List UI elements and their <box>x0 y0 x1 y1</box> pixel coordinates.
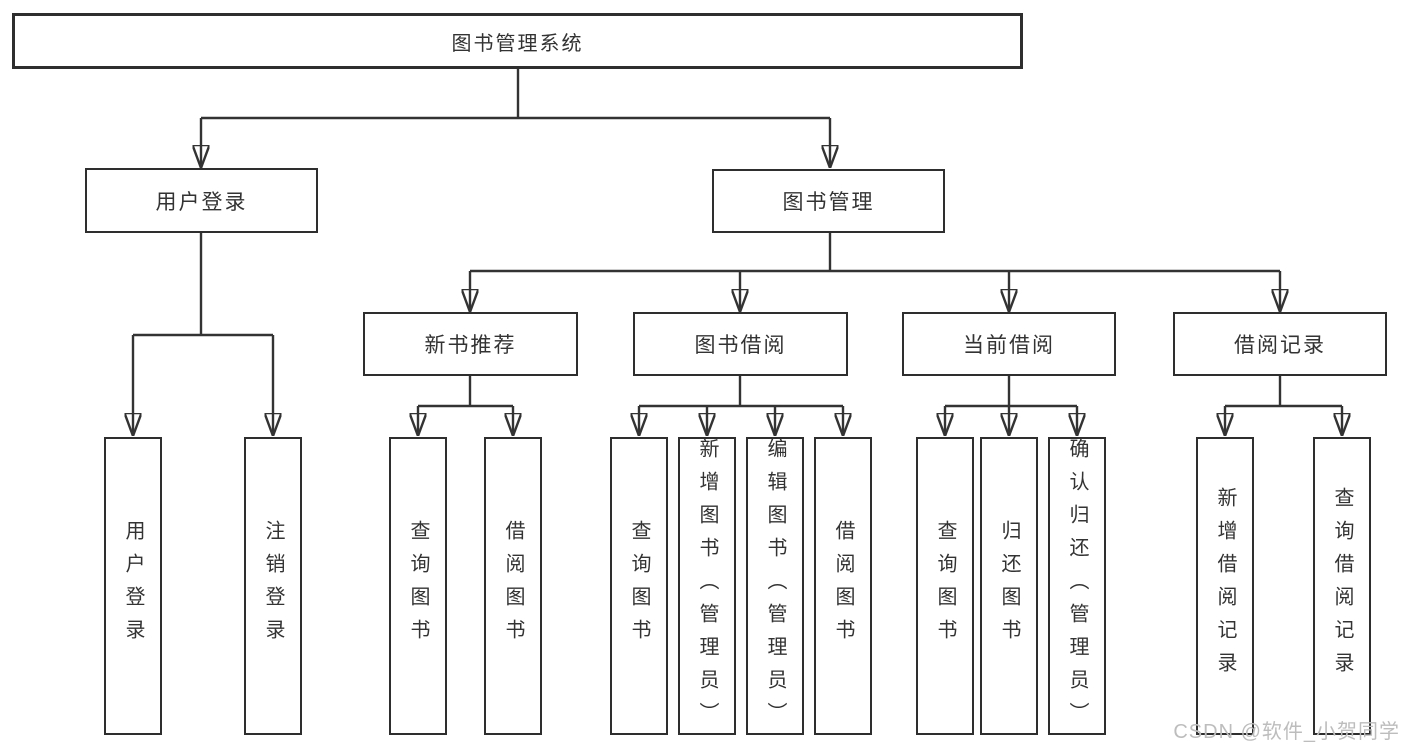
leaf-logout: 注销登录 <box>244 437 302 735</box>
node-book-mgmt-branch-label: 图书管理 <box>782 191 875 214</box>
leaf-user-login: 用户登录 <box>104 437 162 735</box>
node-borrow-records: 借阅记录 <box>1173 312 1387 376</box>
leaf-query-borrow-record-label: 查询借阅记录 <box>1331 487 1353 685</box>
leaf-confirm-return-admin-label: 确认归还（管理员） <box>1066 437 1088 735</box>
leaf-edit-book-admin-label: 编辑图书（管理员） <box>764 437 786 735</box>
leaf-edit-book-admin: 编辑图书（管理员） <box>746 437 804 735</box>
leaf-user-login-label: 用户登录 <box>122 520 144 652</box>
leaf-query-books-recommend: 查询图书 <box>389 437 447 735</box>
leaf-query-books-borrow: 查询图书 <box>610 437 668 735</box>
node-new-book-recommend-label: 新书推荐 <box>424 334 517 357</box>
leaf-borrow-books: 借阅图书 <box>814 437 872 735</box>
leaf-query-borrow-record: 查询借阅记录 <box>1313 437 1371 735</box>
leaf-confirm-return-admin: 确认归还（管理员） <box>1048 437 1106 735</box>
node-root-system-label: 图书管理系统 <box>451 32 584 55</box>
node-current-borrow: 当前借阅 <box>902 312 1116 376</box>
leaf-query-books-recommend-label: 查询图书 <box>407 520 429 652</box>
node-user-login-branch-label: 用户登录 <box>155 190 248 214</box>
connector-new-books-to-leaves <box>418 376 513 436</box>
connector-root-to-level2 <box>201 69 830 168</box>
node-book-borrow-label: 图书借阅 <box>694 334 787 357</box>
node-new-book-recommend: 新书推荐 <box>363 312 578 376</box>
leaf-query-books-borrow-label: 查询图书 <box>628 520 650 652</box>
node-root-system: 图书管理系统 <box>12 13 1023 69</box>
leaf-logout-label: 注销登录 <box>262 520 284 652</box>
leaf-return-books-label: 归还图书 <box>998 520 1020 652</box>
node-borrow-records-label: 借阅记录 <box>1234 334 1326 357</box>
leaf-borrow-books-label: 借阅图书 <box>832 520 854 652</box>
leaf-add-borrow-record: 新增借阅记录 <box>1196 437 1254 735</box>
connector-book-mgmt-to-level3 <box>470 233 1280 312</box>
leaf-return-books: 归还图书 <box>980 437 1038 735</box>
node-book-borrow: 图书借阅 <box>633 312 848 376</box>
leaf-query-books-current-label: 查询图书 <box>934 520 956 652</box>
node-user-login-branch: 用户登录 <box>85 168 318 233</box>
leaf-borrow-books-recommend: 借阅图书 <box>484 437 542 735</box>
connector-user-login-to-leaves <box>133 233 273 436</box>
csdn-watermark: CSDN @软件_小贺同学 <box>1173 721 1400 743</box>
connector-book-borrow-to-leaves <box>639 376 843 436</box>
connector-current-borrow-to-leaves <box>945 376 1077 436</box>
leaf-borrow-books-recommend-label: 借阅图书 <box>502 520 524 652</box>
leaf-add-book-admin: 新增图书（管理员） <box>678 437 736 735</box>
leaf-query-books-current: 查询图书 <box>916 437 974 735</box>
leaf-add-book-admin-label: 新增图书（管理员） <box>696 437 718 735</box>
leaf-add-borrow-record-label: 新增借阅记录 <box>1214 487 1236 685</box>
node-current-borrow-label: 当前借阅 <box>963 334 1055 357</box>
node-book-mgmt-branch: 图书管理 <box>712 169 945 233</box>
connector-borrow-records-to-leaves <box>1225 376 1342 436</box>
